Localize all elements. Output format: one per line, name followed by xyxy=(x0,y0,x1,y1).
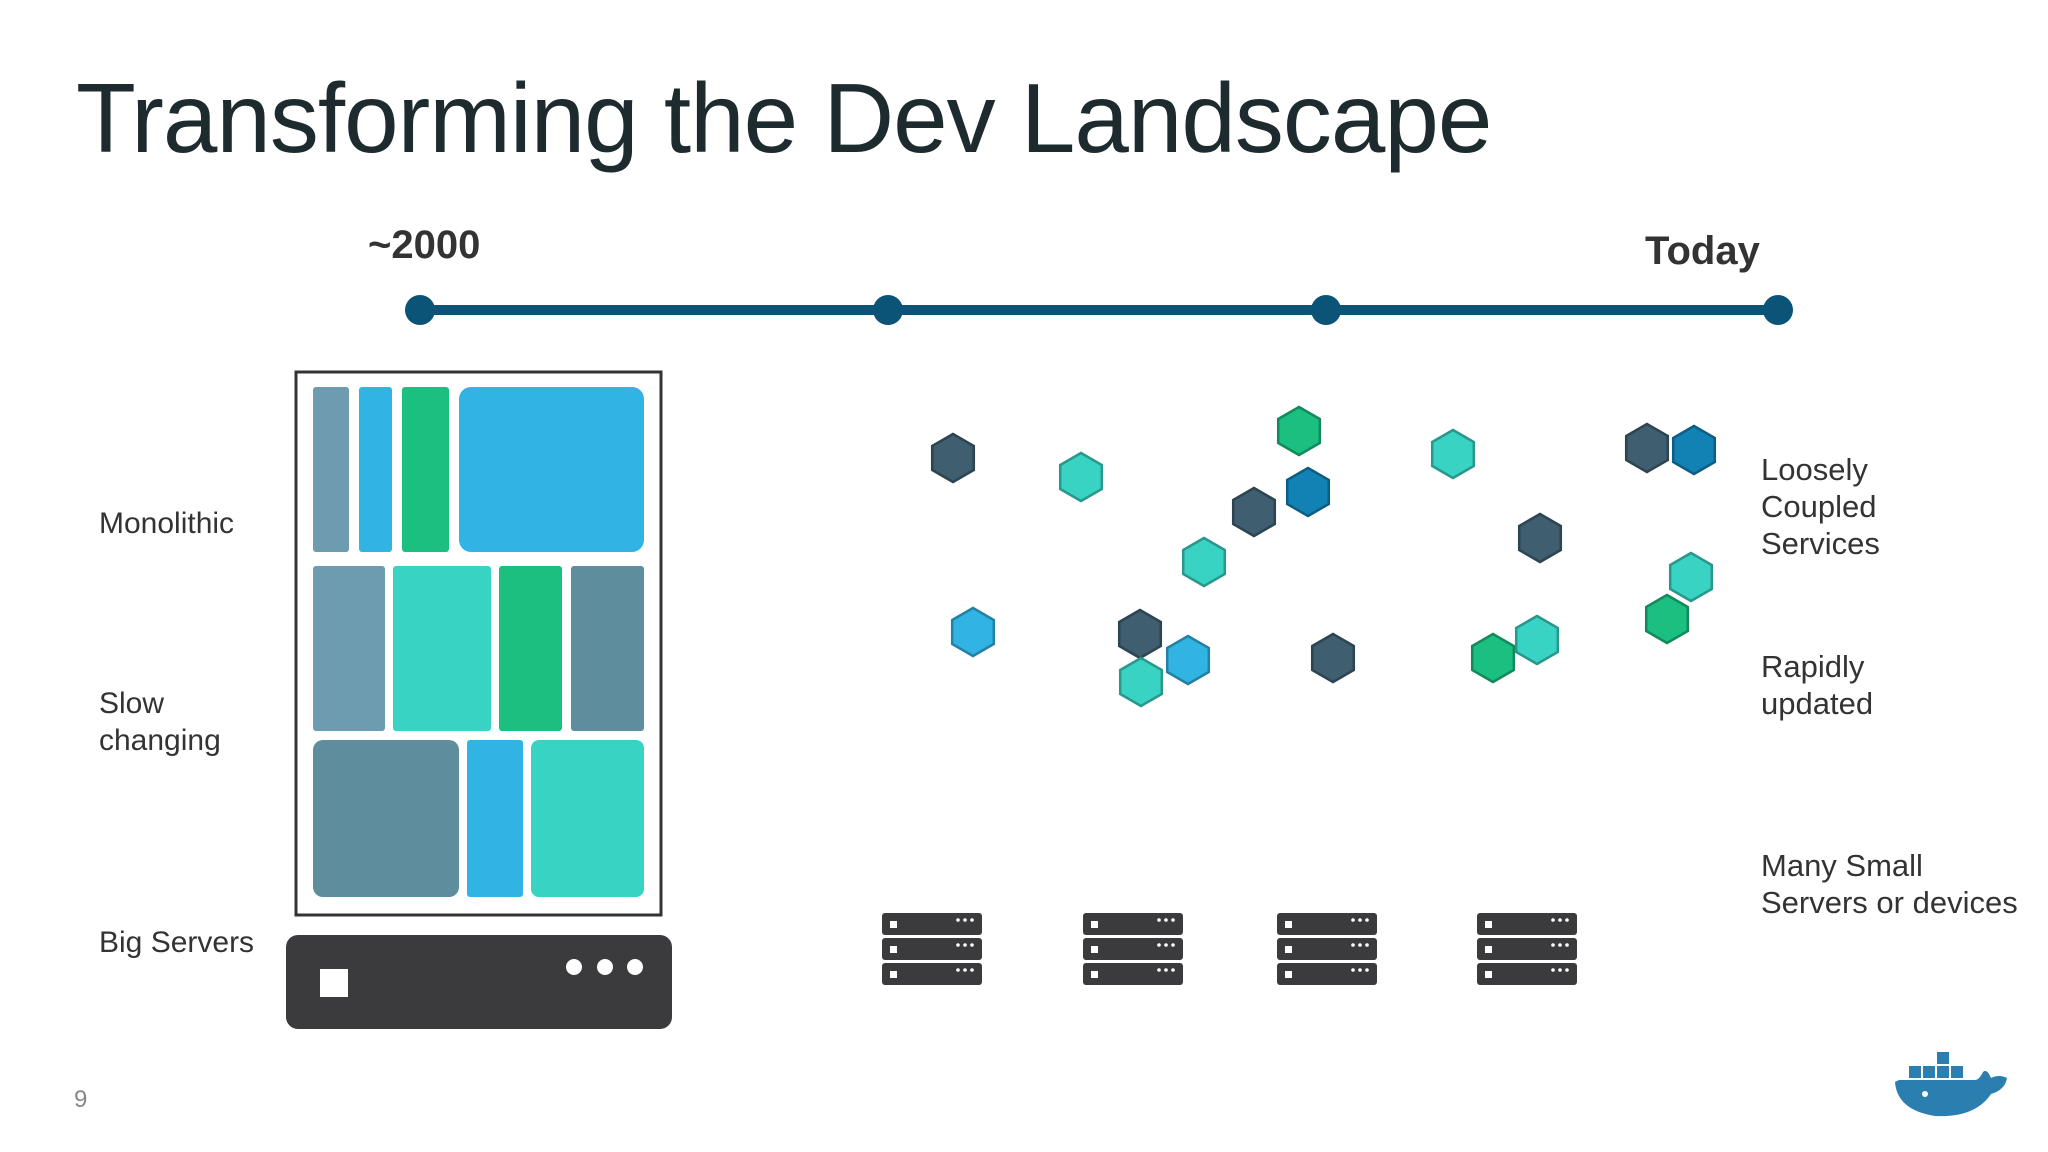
monolith-block xyxy=(402,387,449,552)
microservice-hexagon xyxy=(950,606,996,658)
monolith-block xyxy=(531,740,644,897)
microservice-hexagon xyxy=(930,432,976,484)
docker-whale-icon xyxy=(1895,1052,2007,1117)
microservice-hexagon xyxy=(1624,422,1670,474)
monolith-block xyxy=(313,566,385,731)
microservice-hexagon xyxy=(1430,428,1476,480)
monolith-block xyxy=(467,740,523,897)
label-monolithic: Monolithic xyxy=(99,507,235,540)
monolith-app xyxy=(294,370,663,917)
microservice-hexagon xyxy=(1668,551,1714,603)
monolith-block xyxy=(459,387,644,552)
page-number: 9 xyxy=(74,1086,88,1113)
monolith-block xyxy=(313,387,349,552)
label-loosely: Loosely xyxy=(1761,452,1868,487)
timeline-dot-start xyxy=(405,295,435,325)
label-updated: updated xyxy=(1761,686,1874,721)
microservice-hexagon xyxy=(1181,536,1227,588)
big-server-icon xyxy=(286,935,672,1029)
microservice-hexagon xyxy=(1470,632,1516,684)
monolith-block xyxy=(313,740,459,897)
server-rack-icon xyxy=(882,913,982,985)
label-rapidly: Rapidly xyxy=(1761,649,1865,684)
microservice-hexagon xyxy=(1058,451,1104,503)
monolith-block xyxy=(359,387,392,552)
microservice-hexagon xyxy=(1517,512,1563,564)
microservice-hexagon xyxy=(1514,614,1560,666)
microservice-hexagon xyxy=(1671,424,1717,476)
label-changing: changing xyxy=(99,724,221,757)
timeline-end-label: Today xyxy=(1645,229,1760,273)
label-many-small: Many Small xyxy=(1761,848,1923,883)
label-servers-or-devices: Servers or devices xyxy=(1761,885,2018,920)
microservice-hexagon xyxy=(1231,486,1277,538)
microservice-hexagon xyxy=(1165,634,1211,686)
microservice-hexagon xyxy=(1118,656,1164,708)
server-rack-icon xyxy=(1277,913,1377,985)
monolith-block xyxy=(499,566,562,731)
microservice-hexagon xyxy=(1285,466,1331,518)
microservice-hexagon xyxy=(1310,632,1356,684)
timeline-start-label: ~2000 xyxy=(368,223,481,267)
label-services: Services xyxy=(1761,526,1880,561)
microservice-hexagon xyxy=(1276,405,1322,457)
server-rack-icon xyxy=(1477,913,1577,985)
label-slow: Slow xyxy=(99,687,165,720)
timeline xyxy=(405,295,1793,325)
microservice-hexagon xyxy=(1644,593,1690,645)
microservices xyxy=(930,405,1717,708)
slide-title: Transforming the Dev Landscape xyxy=(76,63,1492,173)
timeline-dot-end xyxy=(1763,295,1793,325)
small-servers xyxy=(882,913,1577,985)
label-coupled: Coupled xyxy=(1761,489,1877,524)
timeline-dot-2 xyxy=(873,295,903,325)
monolith-block xyxy=(571,566,644,731)
server-rack-icon xyxy=(1083,913,1183,985)
microservice-hexagon xyxy=(1117,608,1163,660)
label-big-servers: Big Servers xyxy=(99,926,255,959)
monolith-block xyxy=(393,566,491,731)
timeline-dot-3 xyxy=(1311,295,1341,325)
